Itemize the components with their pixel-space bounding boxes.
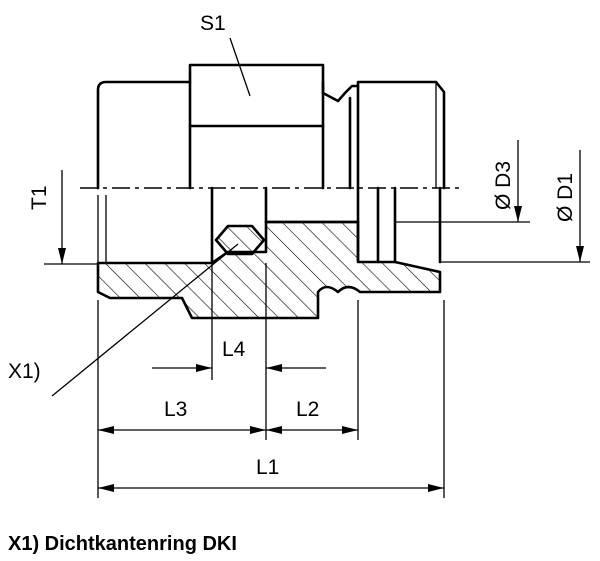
fitting-exterior	[96, 63, 446, 190]
l1-dimension: L1	[98, 300, 445, 498]
section-view	[96, 186, 442, 320]
label-s1: S1	[200, 12, 226, 35]
label-d1: Ø D1	[554, 173, 577, 222]
d1-dimension: Ø D1	[440, 150, 590, 263]
caption: X1) Dichtkantenring DKI	[8, 533, 237, 555]
label-l4: L4	[222, 338, 246, 361]
label-l3: L3	[164, 398, 187, 421]
x1-leader: X1)	[8, 243, 239, 397]
d3-dimension: Ø D3	[395, 140, 530, 223]
l3-l2-dimension: L3 L2	[97, 300, 359, 498]
section-wall	[96, 220, 442, 320]
s1-leader	[229, 37, 251, 97]
label-d3: Ø D3	[492, 161, 515, 210]
label-l1: L1	[256, 456, 279, 479]
seal-ring	[214, 224, 266, 256]
t1-dimension: T1	[28, 170, 98, 265]
label-x1: X1)	[8, 360, 41, 383]
label-l2: L2	[296, 398, 319, 421]
label-t1: T1	[28, 185, 51, 210]
l4-dimension: L4	[152, 263, 326, 440]
